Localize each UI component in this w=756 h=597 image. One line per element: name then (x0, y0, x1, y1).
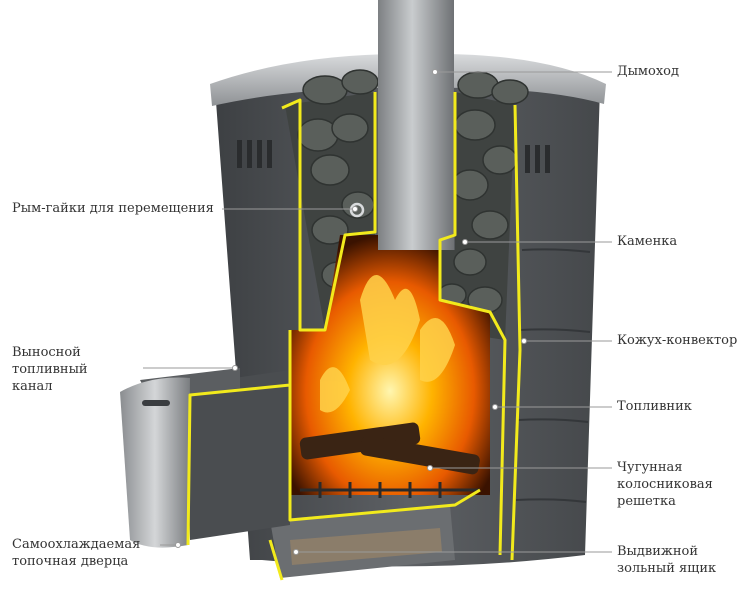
label-grate: Чугунная колосниковая решетка (617, 460, 713, 509)
vent-slots-left (237, 140, 272, 168)
cast-iron-grate (300, 482, 480, 498)
leader-lines (143, 71, 612, 553)
fire-door (120, 377, 190, 548)
vent-slots-right (525, 145, 550, 173)
leader-dots (175, 69, 527, 555)
flames (320, 275, 455, 413)
label-firebox: Топливник (617, 399, 692, 414)
label-ash-box: Выдвижной зольный ящик (617, 544, 717, 576)
ash-pile (290, 528, 442, 565)
remote-fuel-channel (185, 370, 290, 540)
chimney-pipe (378, 0, 454, 250)
label-convector: Кожух-конвектор (617, 333, 738, 348)
label-remote-channel: Выносной топливный канал (12, 345, 88, 394)
casing-ribs (515, 248, 591, 503)
label-door: Самоохлаждаемая топочная дверца (12, 537, 141, 569)
logs (299, 422, 480, 475)
eye-nut (349, 202, 365, 218)
cut-section-lines (186, 92, 522, 581)
label-eye-nuts: Рым-гайки для перемещения (12, 201, 214, 216)
label-chimney: Дымоход (617, 64, 680, 79)
label-stones: Каменка (617, 234, 678, 249)
door-handle (142, 400, 170, 406)
